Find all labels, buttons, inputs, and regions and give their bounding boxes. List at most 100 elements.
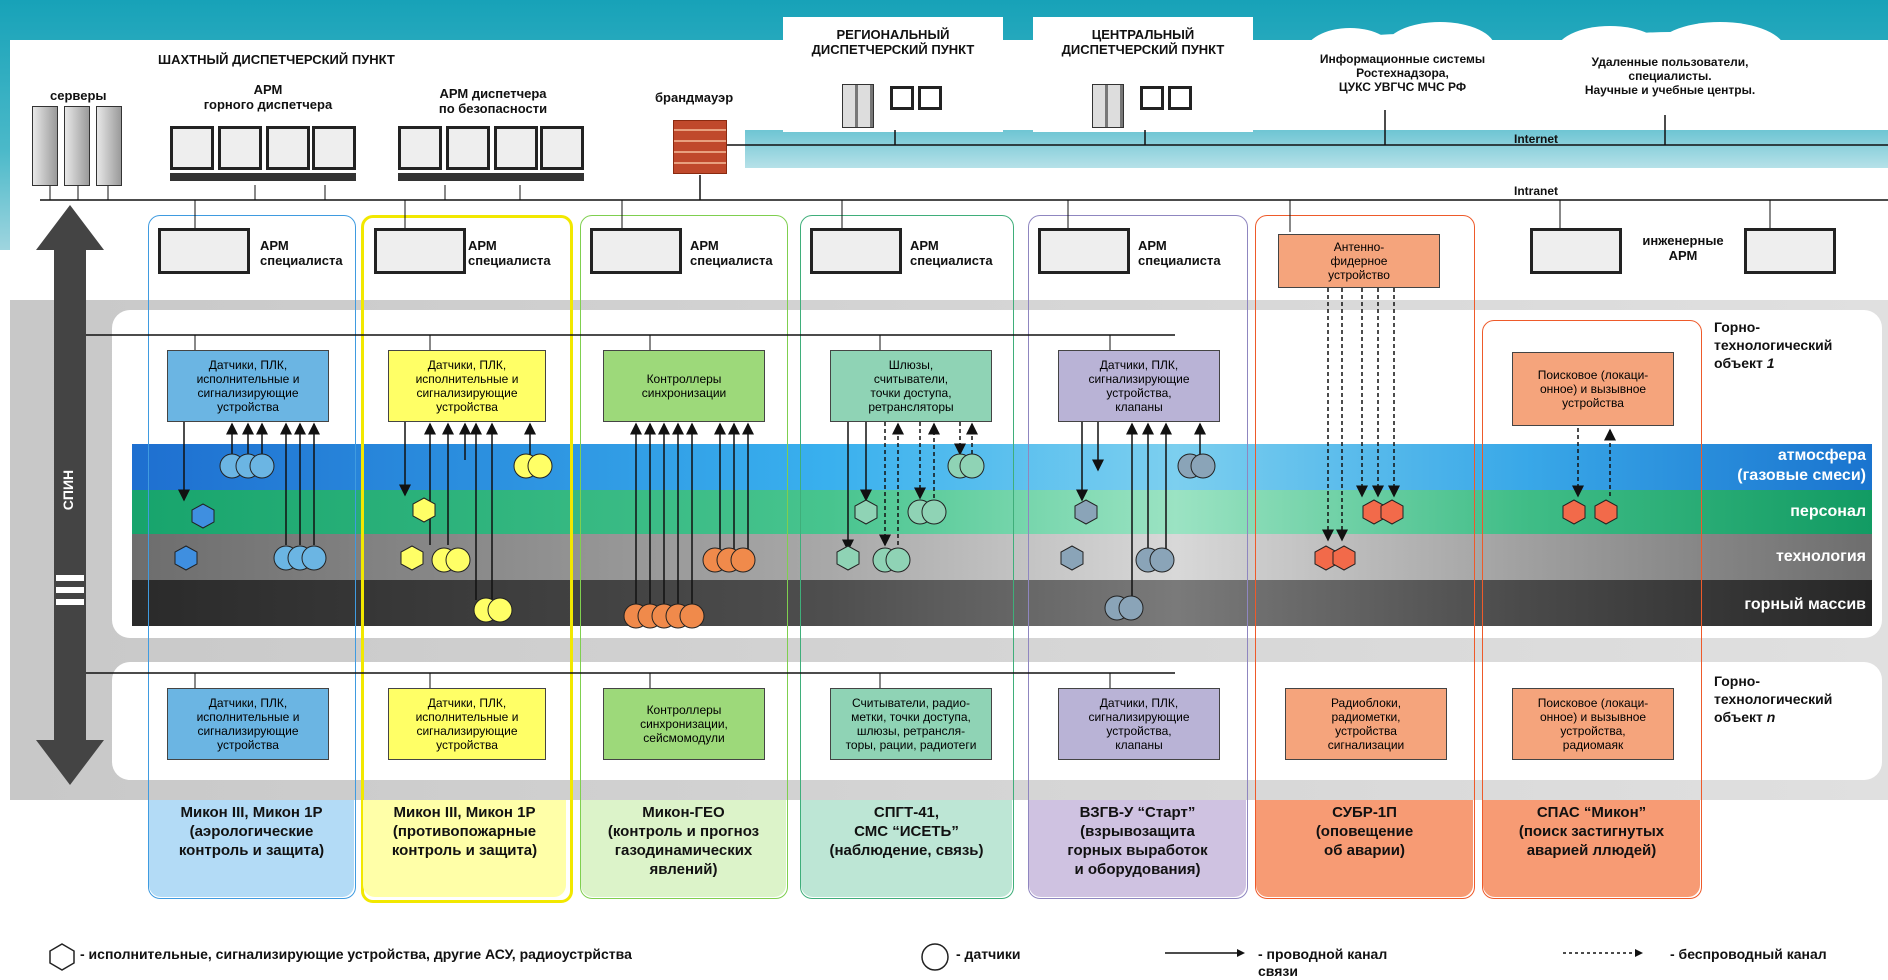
remote-users-label: Удаленные пользователи, специалисты. Нау… [1584, 55, 1756, 97]
monitor-icon [170, 126, 214, 170]
column-frame-7 [1482, 320, 1702, 899]
arm-workstation-3 [590, 228, 682, 274]
caption-panel-4 [801, 800, 1012, 897]
legend-circle-text: - датчики [956, 946, 1021, 962]
monitor-icon [540, 126, 584, 170]
caption-panel-5 [1029, 800, 1246, 897]
bottom-box-2: Датчики, ПЛК, исполнительные и сигнализи… [388, 688, 546, 760]
bottom-box-7: Поисковое (локаци- онное) и вызывное уст… [1512, 688, 1674, 760]
arm-label-2: АРМ специалиста [468, 238, 551, 268]
object-n-label: Горно- технологический объект n [1714, 672, 1832, 726]
servers-label: серверы [50, 88, 107, 103]
bottom-box-4: Считыватели, радио- метки, точки доступа… [830, 688, 992, 760]
column-frame-1 [148, 215, 356, 899]
eng-workstation-1 [1530, 228, 1622, 274]
arm-label-4: АРМ специалиста [910, 238, 993, 268]
top-box-4: Шлюзы, считыватели, точки доступа, ретра… [830, 350, 992, 422]
legend-wireless-icon [1563, 949, 1643, 957]
bottom-box-1: Датчики, ПЛК, исполнительные и сигнализи… [167, 688, 329, 760]
caption-2: Микон III, Микон 1Р (противопожарные кон… [391, 804, 538, 859]
caption-panel-1 [149, 800, 354, 897]
band-atmosphere [132, 444, 1872, 490]
monitor-icon [446, 126, 490, 170]
arm-safety-label: АРМ диспетчера по безопасности [438, 86, 548, 116]
central-label: ЦЕНТРАЛЬНЫЙ ДИСПЕТЧЕРСКИЙ ПУНКТ [1061, 27, 1225, 57]
top-box-3: Контроллеры синхронизации [603, 350, 765, 422]
caption-6: СУБР-1П (оповещение об аварии) [1315, 804, 1414, 859]
caption-panel-2 [363, 800, 566, 897]
firewall-icon [673, 120, 727, 174]
regional-box [783, 17, 1003, 132]
firewall-label: брандмауэр [655, 90, 734, 105]
cloud-info [1297, 22, 1507, 115]
band-massif-label: горный массив [1744, 596, 1866, 613]
caption-panel-3 [581, 800, 786, 897]
top-box-7: Поисковое (локаци- онное) и вызывное уст… [1512, 352, 1674, 426]
object-n-prefix: Горно- технологический объект [1714, 673, 1833, 725]
server-icon-1 [32, 106, 58, 186]
column-frame-3 [580, 215, 788, 899]
cloud-remote [1545, 22, 1795, 118]
regional-servers-icon [842, 84, 874, 128]
bottom-box-3: Контроллеры синхронизации, сейсмомодули [603, 688, 765, 760]
central-servers-icon [1092, 84, 1124, 128]
caption-panel-6 [1256, 800, 1473, 897]
regional-monitor-icon [890, 86, 914, 110]
object-n-number: n [1766, 709, 1776, 725]
band-technology-label: технология [1775, 548, 1866, 565]
monitor-icon [494, 126, 538, 170]
monitor-icon [266, 126, 310, 170]
band-personnel-label: персонал [1790, 503, 1866, 520]
arm-workstation-1 [158, 228, 250, 274]
arm-workstation-5 [1038, 228, 1130, 274]
arm-mining-label: АРМ горного диспетчера [203, 82, 333, 112]
caption-4: СПГТ-41, СМС “ИСЕТЬ” (наблюдение, связь) [829, 804, 984, 859]
column-frame-2 [361, 215, 573, 903]
spin-arrow [36, 205, 104, 785]
top-box-6: Антенно- фидерное устройство [1278, 234, 1440, 288]
internet-area [745, 130, 1888, 168]
column-frame-4 [800, 215, 1014, 899]
object-1-prefix: Горно- технологический объект [1714, 319, 1833, 371]
dispatch-title: ШАХТНЫЙ ДИСПЕТЧЕРСКИЙ ПУНКТ [158, 52, 395, 67]
arm-workstation-2 [374, 228, 466, 274]
regional-monitor-icon-2 [918, 86, 942, 110]
object-1-number: 1 [1766, 355, 1775, 371]
band-massif [132, 580, 1872, 626]
caption-panel-7 [1483, 800, 1700, 897]
legend-hexagon-icon [49, 943, 75, 971]
column-frame-5 [1028, 215, 1248, 899]
internet-label: Internet [1514, 132, 1559, 146]
monitor-icon [312, 126, 356, 170]
central-monitor-icon-2 [1168, 86, 1192, 110]
server-icon-2 [64, 106, 90, 186]
eng-arm-label: инженерные АРМ [1642, 233, 1724, 263]
caption-5: ВЗГВ-У “Старт” (взрывозащита горных выра… [1067, 804, 1208, 878]
caption-7: СПАС “Микон” (поиск застигнутых аварией … [1518, 804, 1665, 859]
arm-workstation-4 [810, 228, 902, 274]
intranet-label: Intranet [1514, 184, 1559, 198]
bottom-box-6: Радиоблоки, радиометки, устройства сигна… [1285, 688, 1447, 760]
legend-wired-icon [1165, 949, 1245, 957]
keyboard-icon [398, 173, 584, 181]
top-box-5: Датчики, ПЛК, сигнализирующие устройства… [1058, 350, 1220, 422]
eng-workstation-2 [1744, 228, 1836, 274]
bottom-box-5: Датчики, ПЛК, сигнализирующие устройства… [1058, 688, 1220, 760]
object-1-label: Горно- технологический объект 1 [1714, 318, 1832, 372]
arm-safety-monitors [398, 126, 584, 182]
central-box [1033, 17, 1253, 132]
info-systems-label: Информационные системы Ростехнадзора, ЦУ… [1319, 52, 1486, 94]
column-frame-6 [1255, 215, 1475, 899]
legend-wireless-text: - беспроводный канал [1670, 946, 1827, 962]
band-atmosphere-label: атмосфера (газовые смеси) [1737, 447, 1866, 484]
caption-3: Микон-ГЕО (контроль и прогноз газодинами… [607, 804, 760, 878]
central-monitor-icon [1140, 86, 1164, 110]
caption-1: Микон III, Микон 1Р (аэрологические конт… [178, 804, 325, 859]
arm-label-1: АРМ специалиста [260, 238, 343, 268]
monitor-icon [398, 126, 442, 170]
top-box-2: Датчики, ПЛК, исполнительные и сигнализи… [388, 350, 546, 422]
internet-white [10, 130, 745, 170]
legend-circle-icon [921, 943, 949, 971]
